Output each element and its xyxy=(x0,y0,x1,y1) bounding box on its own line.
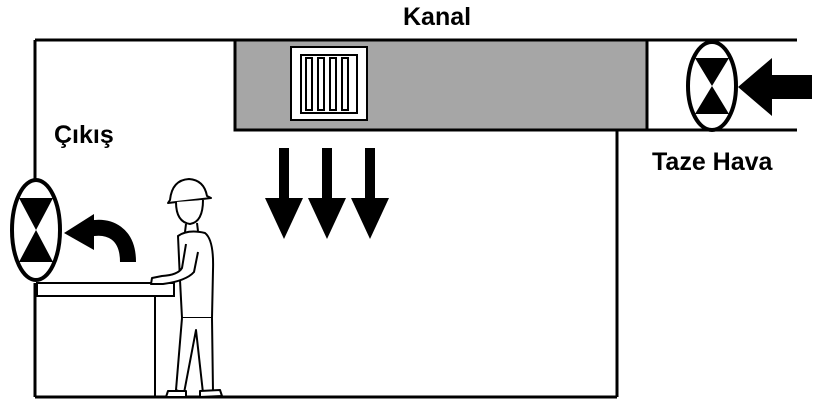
downflow-arrow-icon xyxy=(351,148,389,239)
exhaust-fan-icon xyxy=(10,178,62,282)
duct-label: Kanal xyxy=(403,3,472,31)
inlet-fan-icon xyxy=(686,40,738,132)
exhaust-label: Çıkış xyxy=(54,121,114,149)
worker-icon xyxy=(150,178,223,398)
workbench-icon xyxy=(36,282,175,396)
fresh-air-label: Taze Hava xyxy=(652,148,773,176)
downflow-arrows xyxy=(265,148,389,239)
diffuser-grille-icon xyxy=(290,46,368,121)
exhaust-curved-arrow-icon xyxy=(64,214,136,263)
room-outline xyxy=(33,38,619,399)
downflow-arrow-icon xyxy=(308,148,346,239)
downflow-arrow-icon xyxy=(265,148,303,239)
fresh-air-arrow-icon xyxy=(738,58,812,116)
